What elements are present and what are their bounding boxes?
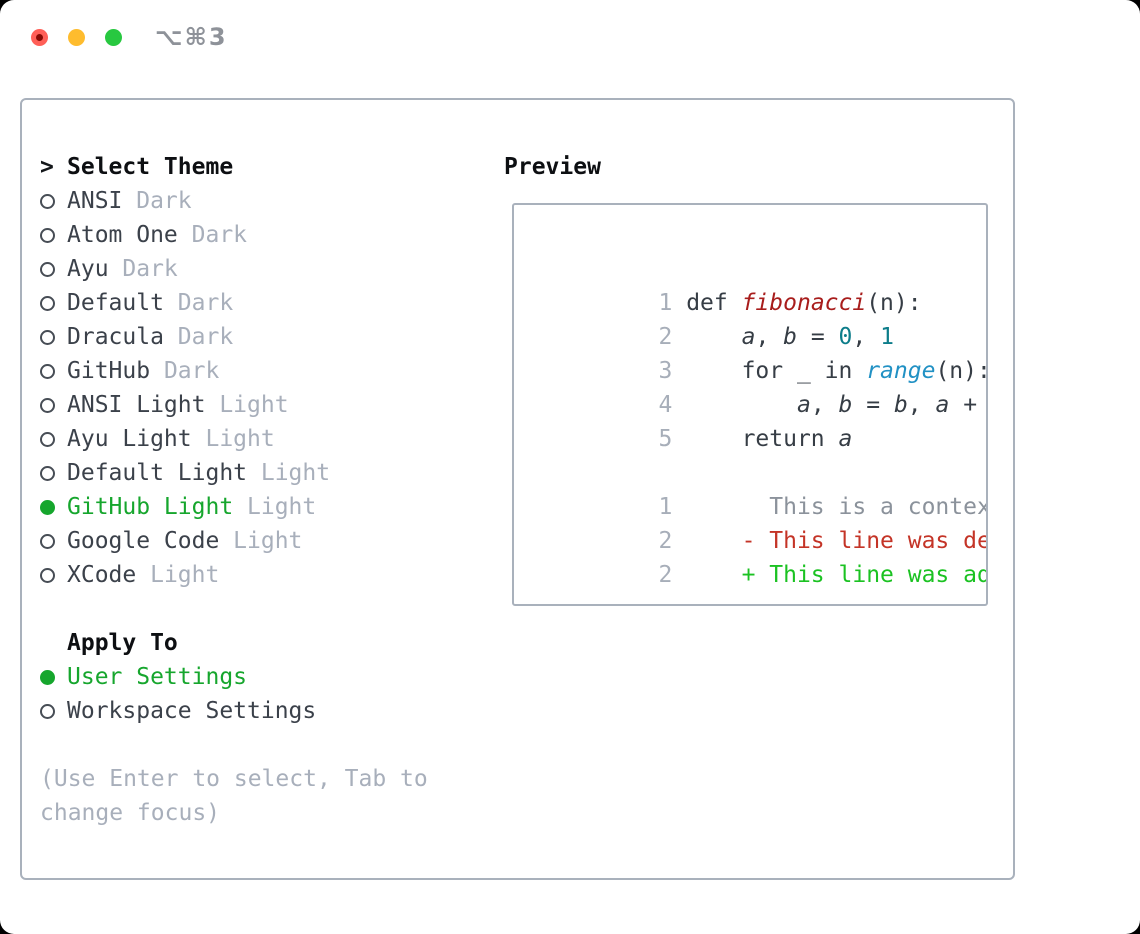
theme-option-github-dark[interactable]: GitHub Dark [40, 354, 428, 388]
radio-unselected-icon [40, 295, 67, 311]
keyboard-hint-line-1: (Use Enter to select, Tab to [40, 766, 428, 792]
radio-unselected-icon [40, 465, 67, 481]
theme-option-github-light[interactable]: GitHub Light Light [40, 490, 428, 524]
radio-unselected-icon [40, 363, 67, 379]
code-line: 2 a, b = 0, 1 [658, 324, 894, 350]
diff-context-line: 1 This is a context line. [658, 494, 986, 520]
theme-option-ayu-dark[interactable]: Ayu Dark [40, 252, 428, 286]
radio-unselected-icon [40, 431, 67, 447]
theme-option-dracula-dark[interactable]: Dracula Dark [40, 320, 428, 354]
radio-unselected-icon [40, 397, 67, 413]
theme-option-google-code-light[interactable]: Google Code Light [40, 524, 428, 558]
radio-selected-icon [40, 669, 67, 685]
apply-to-label: Apply To [67, 630, 178, 656]
radio-unselected-icon [40, 261, 67, 277]
line-number: 2 [658, 324, 673, 350]
preview-header: Preview [504, 150, 601, 184]
line-number: 3 [658, 358, 673, 384]
section-gap [40, 592, 428, 626]
window-title: ⌥⌘3 [155, 23, 228, 51]
traffic-lights [31, 28, 122, 46]
code-line: 3 for _ in range(n): [658, 358, 988, 384]
theme-list: > Select Theme ANSI Dark Atom One Dark A… [40, 150, 428, 830]
theme-option-default-light[interactable]: Default Light Light [40, 456, 428, 490]
select-theme-label: Select Theme [67, 154, 234, 180]
apply-option-workspace-settings[interactable]: Workspace Settings [40, 694, 428, 728]
minimize-button-icon[interactable] [68, 28, 85, 46]
diff-deleted-line: 2 - This line was deleted. [658, 528, 986, 554]
code-line: 5 return a [658, 426, 853, 452]
radio-unselected-icon [40, 533, 67, 549]
theme-option-atom-one-dark[interactable]: Atom One Dark [40, 218, 428, 252]
line-number: 2 [658, 528, 673, 554]
apply-to-header: Apply To [40, 626, 428, 660]
theme-option-ansi-dark[interactable]: ANSI Dark [40, 184, 428, 218]
theme-picker-panel: > Select Theme ANSI Dark Atom One Dark A… [20, 98, 1015, 880]
select-theme-header: > Select Theme [40, 150, 428, 184]
code-line: 4 a, b = b, a + b [658, 392, 988, 418]
window-titlebar: ⌥⌘3 [0, 0, 1140, 74]
section-gap [40, 728, 428, 762]
line-number: 4 [658, 392, 673, 418]
close-button-icon[interactable] [31, 28, 48, 46]
theme-option-default-dark[interactable]: Default Dark [40, 286, 428, 320]
radio-unselected-icon [40, 227, 67, 243]
radio-unselected-icon [40, 329, 67, 345]
prompt-chevron-icon: > [40, 153, 54, 180]
radio-selected-icon [40, 499, 67, 515]
zoom-button-icon[interactable] [105, 28, 122, 46]
line-number: 5 [658, 426, 673, 452]
line-number: 1 [658, 494, 673, 520]
theme-option-ansi-light[interactable]: ANSI Light Light [40, 388, 428, 422]
radio-unselected-icon [40, 567, 67, 583]
keyboard-hint-line-2: change focus) [40, 800, 221, 826]
preview-label: Preview [504, 154, 601, 180]
radio-unselected-icon [40, 703, 67, 719]
radio-unselected-icon [40, 193, 67, 209]
diff-added-line: 2 + This line was added. [658, 562, 986, 588]
theme-option-xcode-light[interactable]: XCode Light [40, 558, 428, 592]
theme-option-ayu-light[interactable]: Ayu Light Light [40, 422, 428, 456]
line-number: 2 [658, 562, 673, 588]
apply-option-user-settings[interactable]: User Settings [40, 660, 428, 694]
line-number: 1 [658, 290, 673, 316]
